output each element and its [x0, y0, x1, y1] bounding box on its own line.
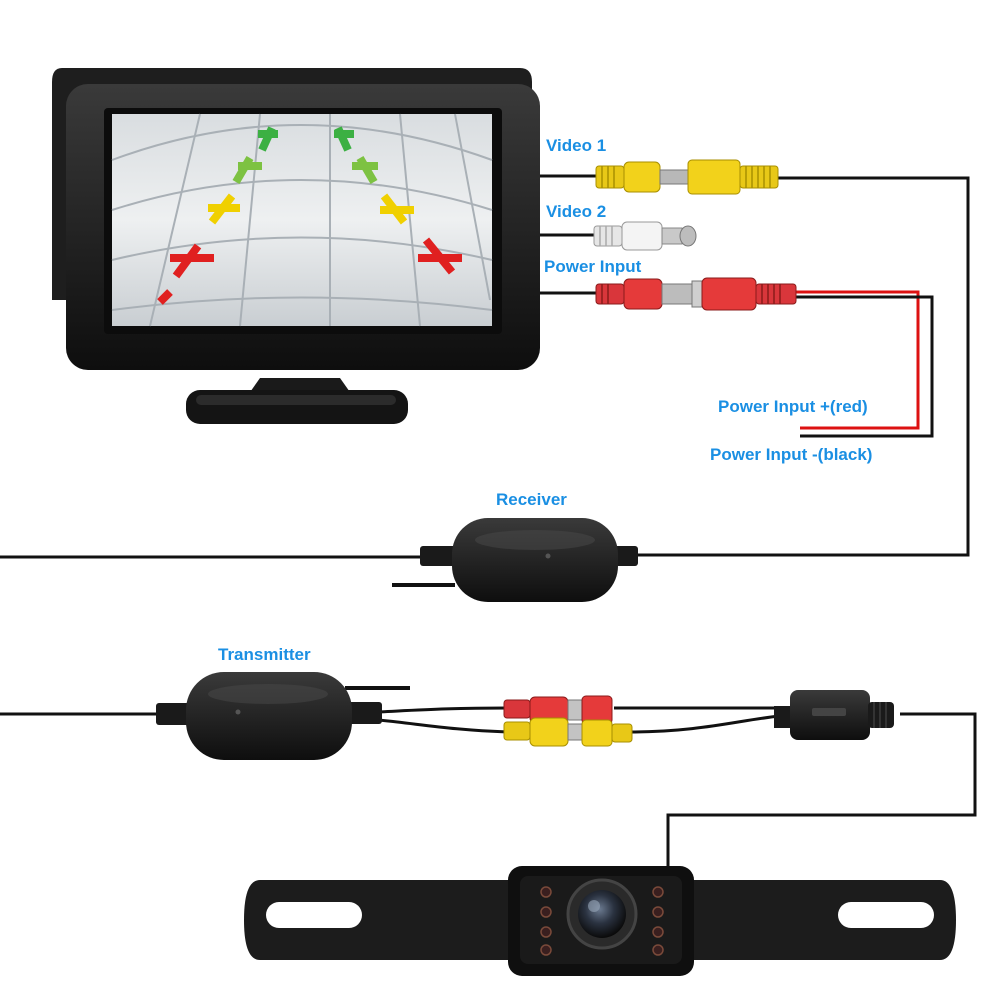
transmitter-split-cable-top	[377, 706, 509, 714]
power-black-wire	[796, 295, 934, 438]
splice-to-camera-bottom	[629, 714, 781, 734]
video1-cable	[632, 176, 970, 557]
video1-rca-connector	[595, 159, 779, 195]
monitor-icon	[52, 68, 540, 424]
label-power-minus: Power Input -(black)	[710, 445, 873, 464]
label-receiver: Receiver	[496, 490, 567, 509]
screen-road-grid	[111, 113, 493, 327]
camera-power-connector	[774, 690, 894, 740]
video2-rca-connector	[593, 221, 697, 251]
wireless-receiver-icon	[420, 518, 638, 602]
label-video2: Video 2	[546, 202, 607, 221]
transmitter-split-cable-bottom	[377, 718, 509, 734]
label-transmitter: Transmitter	[218, 645, 311, 664]
label-power-plus: Power Input +(red)	[718, 397, 868, 416]
label-video1: Video 1	[546, 136, 607, 155]
cables	[0, 174, 977, 875]
camera-loop-cable	[666, 712, 977, 875]
label-power-input: Power Input	[544, 257, 642, 276]
power-rca-connector	[595, 277, 797, 311]
power-red-wire	[796, 290, 920, 430]
wireless-transmitter-icon	[156, 672, 382, 760]
license-plate-camera-icon	[244, 866, 956, 976]
camera-ir-leds	[540, 886, 664, 956]
parking-guide-lines	[157, 126, 462, 305]
transmitter-rca-splice	[503, 695, 633, 747]
